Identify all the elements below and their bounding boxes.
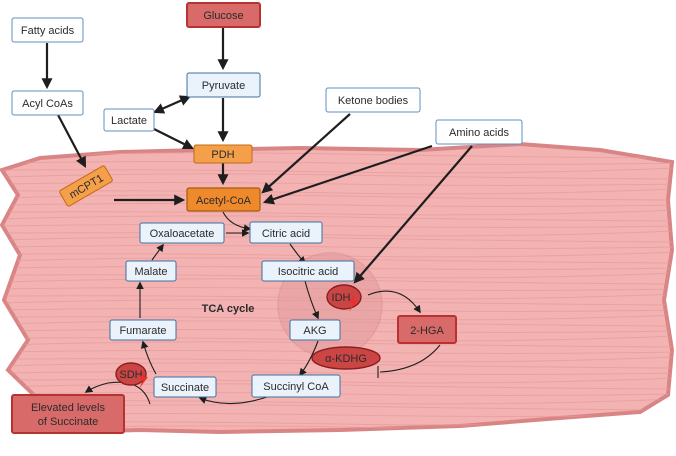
arrow-amino-acetylcoa <box>262 144 433 205</box>
pdh-label: PDH <box>211 149 234 161</box>
arrows <box>41 28 473 405</box>
lightning-icon <box>139 371 148 389</box>
arrow-lactate-pdh <box>151 127 194 149</box>
striation-line <box>2 188 672 195</box>
striation-line <box>2 167 672 174</box>
striation-line <box>2 194 672 201</box>
idh-label: IDH <box>332 292 351 304</box>
striation-line <box>2 209 672 216</box>
striation-line <box>2 224 672 228</box>
node-2hga: 2-HGA <box>397 315 457 344</box>
arrow-sdh-elevated <box>84 381 151 405</box>
node-idh: IDH <box>326 284 362 312</box>
elevated-line1: Elevated levels <box>31 402 105 414</box>
inhibit-2hga-akdhg <box>379 344 441 373</box>
arrow-succinylcoa-succinate <box>198 395 271 405</box>
node-ketone-bodies: Ketone bodies <box>325 87 421 113</box>
node-succinate: Succinate <box>153 376 217 398</box>
amino-acids-label: Amino acids <box>449 127 509 139</box>
node-amino-acids: Amino acids <box>435 119 523 145</box>
akg-label: AKG <box>303 325 326 337</box>
striation-line <box>2 236 672 243</box>
tca-cycle-label: TCA cycle <box>202 303 255 315</box>
arrow-acyl-mcpt1 <box>56 112 87 168</box>
elevated-line2: of Succinate <box>38 416 99 428</box>
node-acyl-coas: Acyl CoAs <box>11 90 84 116</box>
oxaloacetate-label: Oxaloacetate <box>150 228 215 240</box>
node-elevated-succinate: Elevated levels of Succinate <box>11 394 125 434</box>
node-akdhg: α-KDHG <box>311 346 381 370</box>
arrow-amino-idh <box>353 145 473 284</box>
arrow-idh-2hga <box>367 290 421 314</box>
akdhg-label: α-KDHG <box>325 353 367 365</box>
node-isocitric-acid: Isocitric acid <box>261 260 355 282</box>
node-sdh: SDH <box>115 362 148 389</box>
ketone-bodies-label: Ketone bodies <box>338 95 409 107</box>
acetyl-coa-label: Acetyl-CoA <box>196 195 252 207</box>
node-fumarate: Fumarate <box>109 319 177 341</box>
arrow-malate-oxalo <box>151 243 164 261</box>
isocitric-acid-label: Isocitric acid <box>278 266 339 278</box>
node-citric-acid: Citric acid <box>249 221 323 244</box>
arrow-acetylcoa-citric <box>222 211 252 232</box>
lightning-icon <box>349 294 358 312</box>
node-glucose: Glucose <box>186 2 261 28</box>
sdh-label: SDH <box>119 369 142 381</box>
node-acetyl-coa: Acetyl-CoA <box>186 187 261 212</box>
arrow-akg-succinylcoa <box>299 340 319 377</box>
glucose-label: Glucose <box>203 10 243 22</box>
fatty-acids-label: Fatty acids <box>21 25 75 37</box>
citric-acid-label: Citric acid <box>262 228 310 240</box>
pyruvate-label: Pyruvate <box>202 80 245 92</box>
striation-line <box>2 203 672 207</box>
node-oxaloacetate: Oxaloacetate <box>139 222 225 244</box>
striation-line <box>2 215 672 222</box>
2hga-label: 2-HGA <box>410 325 444 337</box>
acyl-coas-label: Acyl CoAs <box>22 98 73 110</box>
striation-line <box>2 230 672 237</box>
node-succinyl-coa: Succinyl CoA <box>251 374 341 398</box>
node-malate: Malate <box>125 260 177 282</box>
striation-line <box>2 371 672 375</box>
arrow-lactate-pyruvate <box>152 95 192 114</box>
malate-label: Malate <box>134 266 167 278</box>
striation-line <box>2 152 672 159</box>
succinyl-coa-label: Succinyl CoA <box>263 381 329 393</box>
fumarate-label: Fumarate <box>119 325 166 337</box>
striation-line <box>2 161 672 165</box>
succinate-label: Succinate <box>161 382 209 394</box>
node-fatty-acids: Fatty acids <box>11 17 84 43</box>
node-pyruvate: Pyruvate <box>186 72 261 98</box>
arrow-succinate-fumarate <box>140 340 157 375</box>
node-lactate: Lactate <box>103 108 155 132</box>
node-pdh: PDH <box>193 144 253 164</box>
arrow-isocitric-akg <box>304 280 320 320</box>
arrow-ketone-acetylcoa <box>261 113 351 194</box>
node-akg: AKG <box>289 319 341 341</box>
lactate-label: Lactate <box>111 115 147 127</box>
striation-line <box>2 245 672 249</box>
